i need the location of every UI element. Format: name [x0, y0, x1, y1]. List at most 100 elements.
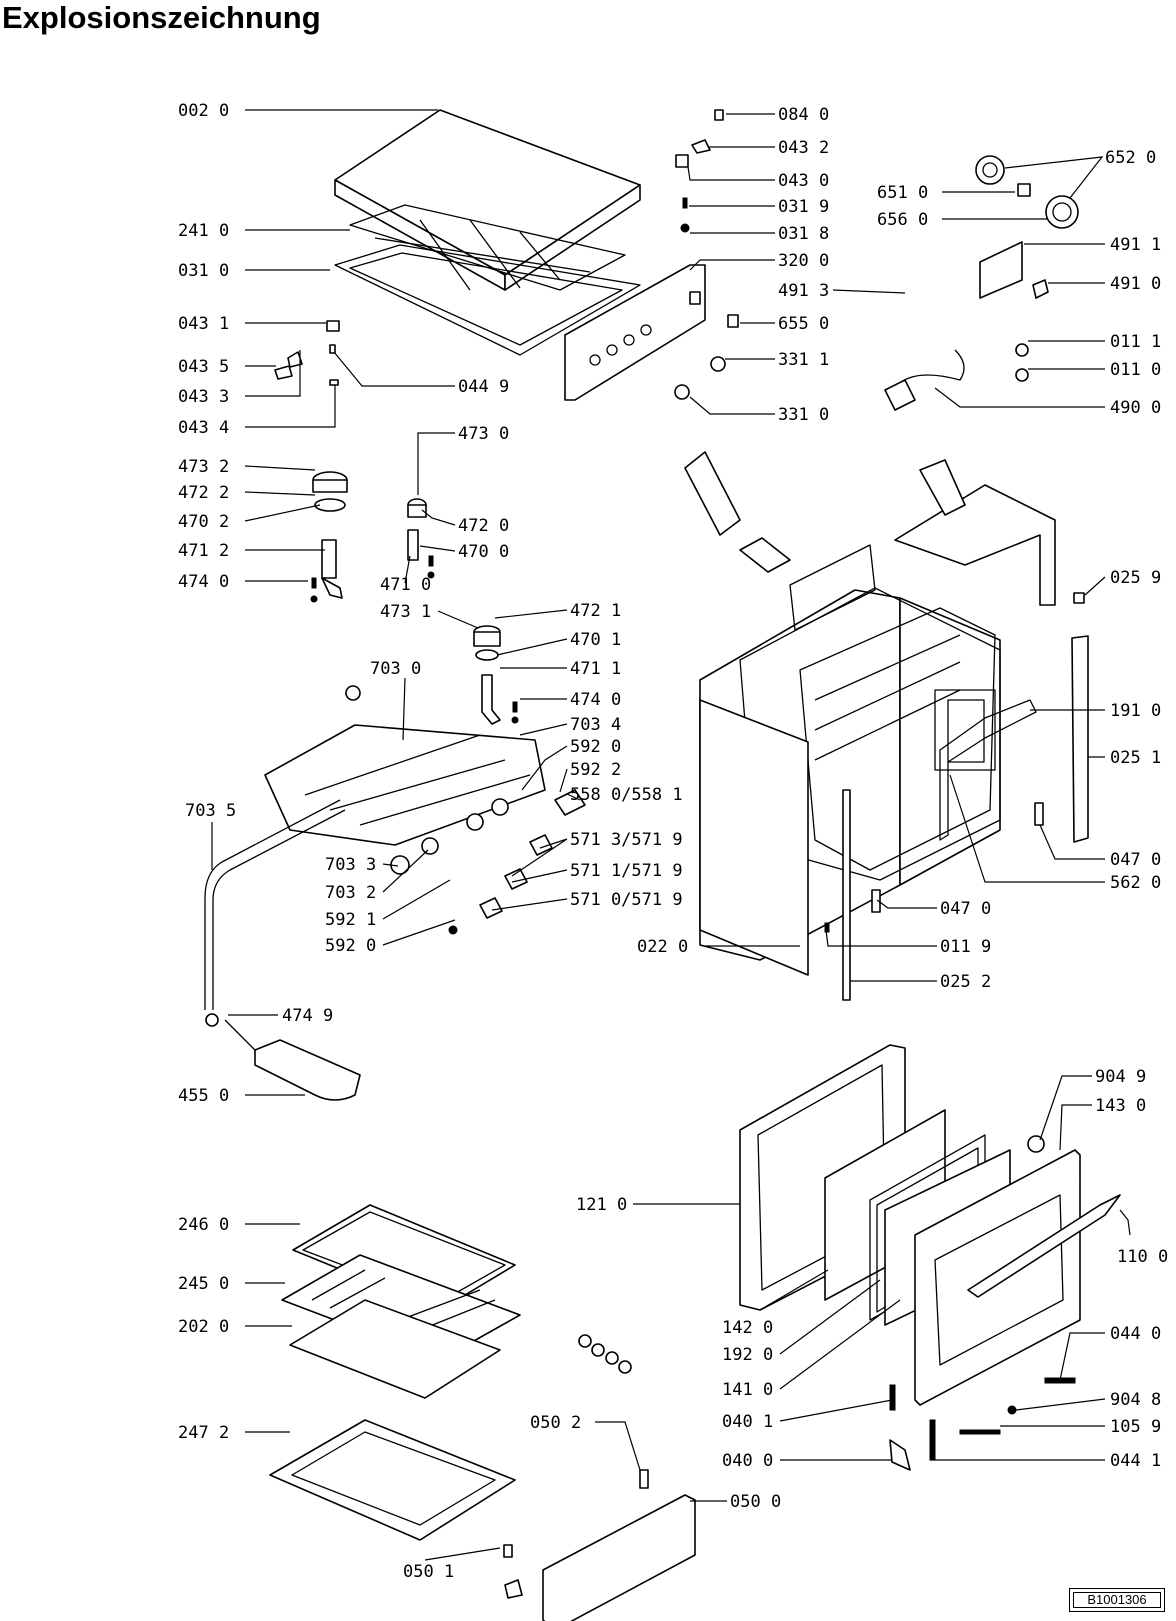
leader-line — [382, 879, 451, 920]
leader-line — [1004, 156, 1104, 199]
leader-line — [689, 396, 775, 415]
part-label: 025 1 — [1110, 748, 1161, 768]
part-label: 592 1 — [325, 910, 376, 930]
part-label: 050 2 — [530, 1413, 581, 1433]
part-label: 558 0/558 1 — [570, 785, 683, 805]
part-label: 031 8 — [778, 224, 829, 244]
part-label: 320 0 — [778, 251, 829, 271]
part-label: 044 1 — [1110, 1451, 1161, 1471]
leader-line — [417, 432, 455, 495]
part-label: 472 1 — [570, 601, 621, 621]
part-label: 084 0 — [778, 105, 829, 125]
part-label: 031 9 — [778, 197, 829, 217]
part-label: 703 0 — [370, 659, 421, 679]
part-label: 241 0 — [178, 221, 229, 241]
part-label: 703 3 — [325, 855, 376, 875]
part-label: 047 0 — [940, 899, 991, 919]
leader-line — [511, 838, 568, 877]
leader-line — [382, 919, 456, 946]
leader-line — [949, 774, 1105, 883]
part-label: 121 0 — [576, 1195, 627, 1215]
part-label: 191 0 — [1110, 701, 1161, 721]
leader-line — [402, 677, 406, 741]
part-label: 470 0 — [458, 542, 509, 562]
leader-line — [244, 504, 321, 522]
part-label: 904 9 — [1095, 1067, 1146, 1087]
leader-line — [245, 385, 336, 428]
page-title: Explosionszeichnung — [2, 0, 321, 35]
leader-line — [511, 869, 568, 883]
leader-lines — [211, 109, 1131, 1561]
part-label: 105 9 — [1110, 1417, 1161, 1437]
leader-line — [779, 1299, 901, 1390]
part-label: 473 2 — [178, 457, 229, 477]
part-label: 571 1/571 9 — [570, 861, 683, 881]
part-label: 491 0 — [1110, 274, 1161, 294]
part-label: 331 0 — [778, 405, 829, 425]
part-label: 490 0 — [1110, 398, 1161, 418]
leader-line — [832, 289, 906, 294]
part-label: 011 0 — [1110, 360, 1161, 380]
part-label: 043 0 — [778, 171, 829, 191]
part-label: 472 0 — [458, 516, 509, 536]
part-label: 703 4 — [570, 715, 621, 735]
part-label: 474 9 — [282, 1006, 333, 1026]
leader-line — [244, 465, 316, 471]
part-label: 043 5 — [178, 357, 229, 377]
leader-line — [333, 351, 455, 387]
part-label: 474 0 — [570, 690, 621, 710]
part-label: 043 1 — [178, 314, 229, 334]
part-label: 050 1 — [403, 1562, 454, 1582]
part-label: 473 0 — [458, 424, 509, 444]
part-label: 047 0 — [1110, 850, 1161, 870]
part-label: 031 0 — [178, 261, 229, 281]
part-label: 143 0 — [1095, 1096, 1146, 1116]
part-label: 470 1 — [570, 630, 621, 650]
leader-line — [437, 610, 479, 629]
leader-line — [1059, 1332, 1105, 1381]
part-label: 110 0 — [1117, 1247, 1168, 1267]
part-label: 022 0 — [637, 937, 688, 957]
part-label: 651 0 — [877, 183, 928, 203]
parts-drawing — [204, 109, 1121, 1621]
leader-line — [687, 166, 775, 181]
leader-line — [934, 387, 1105, 408]
leader-line — [424, 1547, 501, 1561]
part-label: 040 1 — [722, 1412, 773, 1432]
part-label: 043 3 — [178, 387, 229, 407]
leader-line — [491, 898, 568, 911]
leader-line — [779, 1279, 881, 1355]
part-label: 655 0 — [778, 314, 829, 334]
part-label: 471 1 — [570, 659, 621, 679]
part-label: 652 0 — [1105, 148, 1156, 168]
part-label: 246 0 — [178, 1215, 229, 1235]
part-label: 471 0 — [380, 575, 431, 595]
part-label: 011 9 — [940, 937, 991, 957]
part-label: 904 8 — [1110, 1390, 1161, 1410]
leader-line — [245, 350, 301, 397]
part-label: 002 0 — [178, 101, 229, 121]
part-label: 050 0 — [730, 1492, 781, 1512]
drawing-code-box: B1001306 — [1069, 1588, 1165, 1612]
part-label: 472 2 — [178, 483, 229, 503]
part-label: 592 2 — [570, 760, 621, 780]
part-label: 247 2 — [178, 1423, 229, 1443]
leader-line — [779, 1399, 893, 1422]
leader-line — [496, 638, 568, 656]
part-label: 470 2 — [178, 512, 229, 532]
part-label: 044 9 — [458, 377, 509, 397]
part-label: 331 1 — [778, 350, 829, 370]
leader-line — [759, 1269, 829, 1311]
part-label: 562 0 — [1110, 873, 1161, 893]
leader-line — [595, 1421, 641, 1471]
part-label: 044 0 — [1110, 1324, 1161, 1344]
leader-line — [1059, 1104, 1092, 1151]
part-label: 592 0 — [325, 936, 376, 956]
leader-line — [421, 509, 456, 526]
leader-line — [382, 849, 429, 893]
leader-line — [494, 609, 568, 619]
leader-line — [876, 899, 937, 909]
leader-line — [1039, 1075, 1092, 1141]
